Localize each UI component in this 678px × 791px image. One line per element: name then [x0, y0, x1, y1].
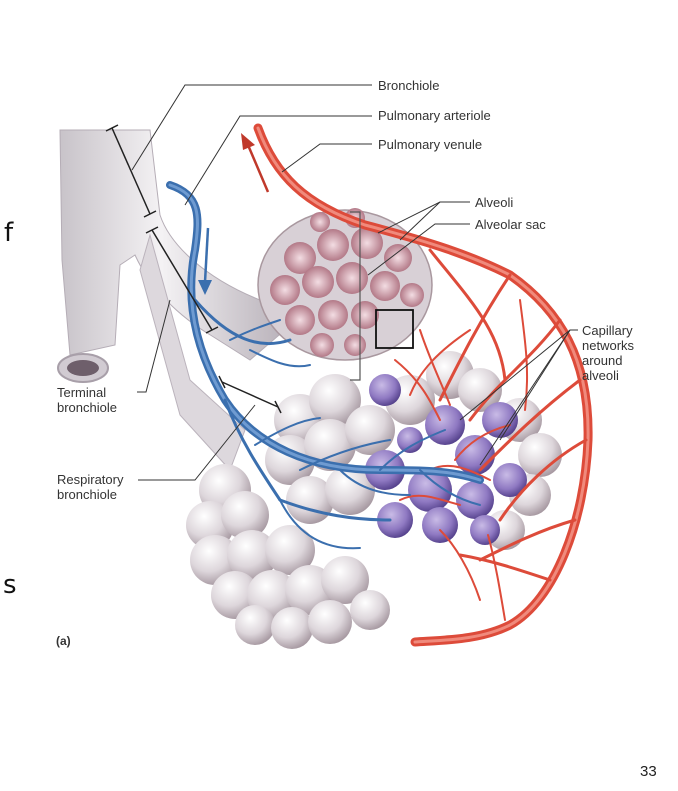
- label-line: Respiratory: [57, 472, 124, 487]
- alveolar-clusters: [186, 351, 562, 649]
- bronchiole-tube: [57, 129, 286, 471]
- flow-arrow-red: [241, 133, 270, 193]
- page-number: 33: [640, 763, 657, 780]
- respiratory-bronchiole-bracket: [218, 375, 282, 414]
- label-line: bronchiole: [57, 487, 117, 502]
- capillary-alveoli: [365, 374, 527, 545]
- label-terminal-bronchiole: Terminal bronchiole: [57, 385, 117, 415]
- red-vessel-network: [253, 123, 593, 647]
- alveolar-sac-bracket: [350, 211, 361, 381]
- edge-text-upper: f: [4, 218, 14, 248]
- label-line: bronchiole: [57, 400, 117, 415]
- alveolar-sac-section: [257, 208, 433, 361]
- label-line: alveoli: [582, 368, 619, 383]
- flow-arrow-blue: [198, 227, 212, 295]
- label-line: networks: [582, 338, 635, 353]
- label-line: Capillary: [582, 323, 633, 338]
- label-line: Terminal: [57, 385, 107, 400]
- panel-label: (a): [56, 634, 71, 648]
- label-bronchiole: Bronchiole: [378, 78, 440, 93]
- leader-lines: [131, 84, 578, 481]
- label-pulmonary-venule: Pulmonary venule: [378, 137, 483, 152]
- label-alveoli: Alveoli: [475, 195, 514, 210]
- terminal-bronchiole-bracket: [145, 226, 219, 334]
- label-pulmonary-arteriole: Pulmonary arteriole: [378, 108, 491, 123]
- blue-vessel-network: [166, 181, 484, 550]
- bronchiole-bracket: [105, 124, 157, 218]
- detail-box: [375, 309, 414, 349]
- label-line: around: [582, 353, 623, 368]
- label-alveolar-sac: Alveolar sac: [475, 217, 546, 232]
- edge-text-lower: s: [3, 570, 17, 600]
- label-respiratory-bronchiole: Respiratory bronchiole: [57, 472, 123, 502]
- label-capillary-networks: Capillary networks around alveoli: [582, 323, 634, 383]
